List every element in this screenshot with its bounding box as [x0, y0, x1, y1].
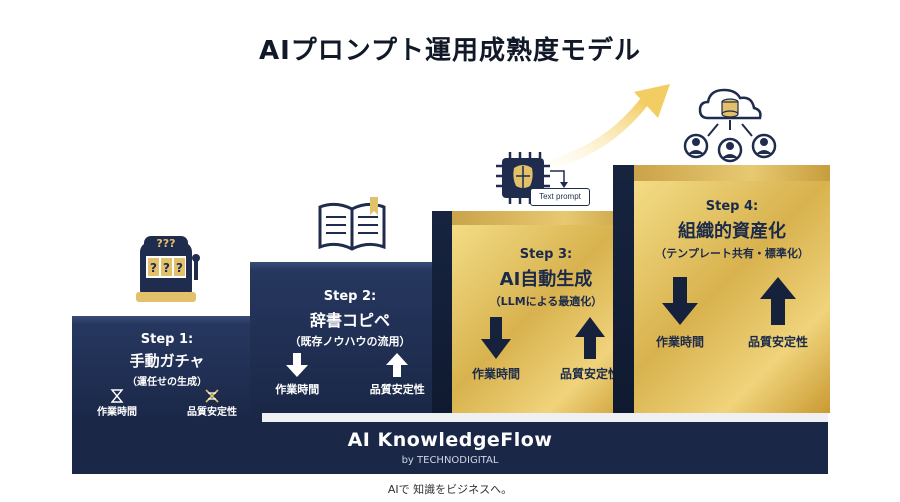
step1-top: [72, 316, 262, 325]
step2-quality-label: 品質安定性: [369, 383, 425, 396]
brand-byline: by TECHNODIGITAL: [401, 455, 499, 466]
svg-text:?: ?: [176, 261, 183, 275]
step1-name: 手動ガチャ: [129, 352, 205, 370]
down-arrow-icon: [286, 353, 309, 377]
step2-label: Step 2:: [323, 289, 377, 304]
step3-top: [452, 211, 640, 225]
step4-quality-label: 品質安定性: [747, 335, 808, 349]
page-title: AIプロンプト運用成熟度モデル: [258, 36, 642, 66]
step2-time-label: 作業時間: [275, 383, 320, 396]
step1-metrics: 作業時間 品質安定性: [72, 389, 262, 418]
rising-arrow-icon: [548, 84, 670, 168]
down-arrow-icon: [480, 317, 511, 359]
step1-block: Step 1: 手動ガチャ （運任せの生成） 作業時間 品質安定性: [72, 325, 262, 422]
svg-text:?: ?: [163, 261, 170, 275]
platform-base: AI KnowledgeFlow by TECHNODIGITAL: [72, 422, 828, 474]
svg-text:?: ?: [150, 261, 157, 275]
open-book-icon: [318, 197, 386, 251]
up-arrow-icon: [759, 277, 796, 325]
brand-name: AI KnowledgeFlow: [347, 429, 553, 451]
down-arrow-icon: [661, 277, 698, 325]
step3-block: Step 3: AI自動生成 （LLMによる最適化） 作業時間 品質安定性: [452, 225, 640, 413]
step4-label: Step 4:: [705, 199, 759, 214]
step3-side: [432, 211, 452, 413]
step1-label: Step 1:: [140, 332, 194, 347]
up-arrow-icon: [574, 317, 605, 359]
step2-metrics: 作業時間 品質安定性: [250, 353, 450, 397]
step3-metrics: 作業時間 品質安定性: [452, 317, 640, 382]
step4-top: [634, 165, 830, 181]
hourglass-icon: [110, 389, 124, 403]
cloud-database-team-icon: [683, 88, 777, 163]
step2-name: 辞書コピペ: [309, 311, 390, 330]
step4-side: [613, 165, 634, 413]
step2-sub: （既存ノウハウの流用）: [289, 335, 411, 348]
step1-time-label: 作業時間: [97, 407, 137, 418]
tagline: AIで 知識をビジネスへ。: [387, 483, 513, 496]
step1-sub: （運任せの生成）: [127, 377, 207, 388]
step3-name: AI自動生成: [499, 269, 593, 290]
step4-block: Step 4: 組織的資産化 （テンプレート共有・標準化） 作業時間 品質安定性: [634, 181, 830, 413]
step4-sub: （テンプレート共有・標準化）: [655, 247, 809, 260]
step4-name: 組織的資産化: [678, 221, 786, 242]
text-prompt-caption: Text prompt: [539, 192, 581, 201]
up-arrow-icon: [386, 353, 409, 377]
text-prompt-bubble: Text prompt: [530, 188, 590, 206]
crossed-out-icon: [205, 389, 219, 403]
step4-time-label: 作業時間: [655, 335, 704, 349]
svg-text:???: ???: [156, 237, 175, 250]
step1-quality-label: 品質安定性: [187, 407, 237, 418]
step4-metrics: 作業時間 品質安定性: [634, 277, 830, 350]
connector-arrow-icon: [550, 170, 568, 188]
step2-top: [250, 262, 450, 271]
step3-time-label: 作業時間: [471, 367, 520, 381]
slot-machine-icon: ??? ? ? ?: [136, 236, 200, 302]
step2-block: Step 2: 辞書コピペ （既存ノウハウの流用） 作業時間 品質安定性: [250, 271, 450, 413]
step3-quality-label: 品質安定性: [559, 367, 620, 381]
step3-label: Step 3:: [519, 247, 573, 262]
step3-sub: （LLMによる最適化）: [489, 295, 603, 308]
base-top-surface: [262, 413, 828, 422]
